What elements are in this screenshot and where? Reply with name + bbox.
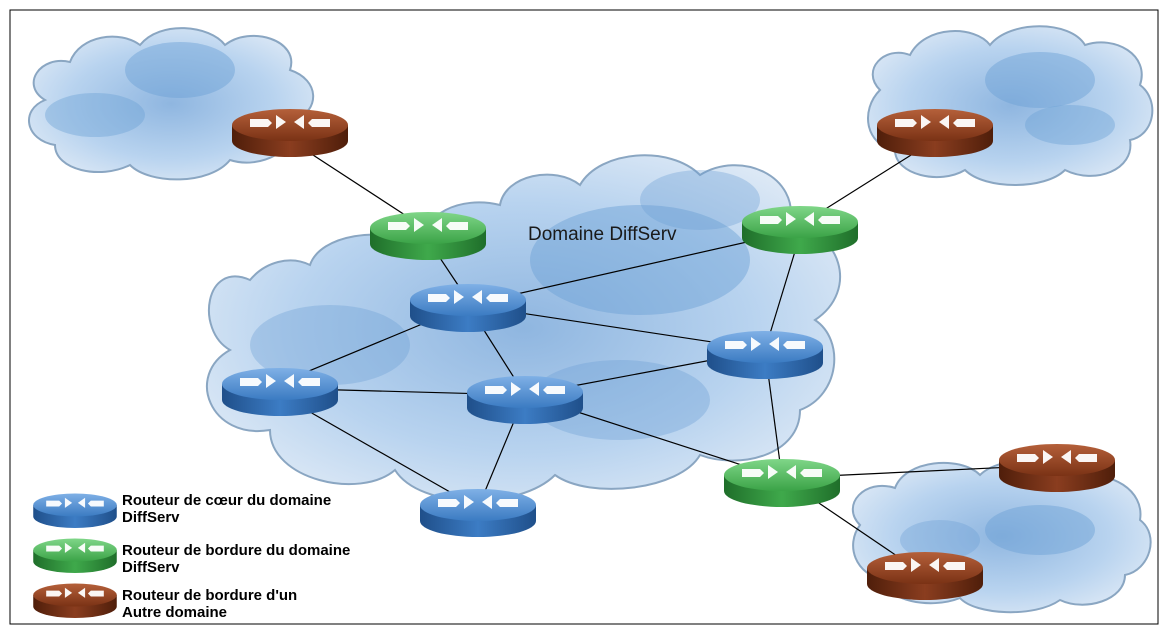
other-domain-router-top-left	[232, 109, 348, 157]
core-router-2	[707, 331, 823, 379]
legend-core-line1: Routeur de cœur du domaine	[122, 492, 331, 509]
edge-router-top-right	[742, 206, 858, 254]
legend-other-line1: Routeur de bordure d'un	[122, 587, 297, 604]
legend-edge-line1: Routeur de bordure du domaine	[122, 542, 350, 559]
core-router-1	[410, 284, 526, 332]
edge-router-icon	[33, 538, 117, 574]
domain-title: Domaine DiffServ	[528, 224, 677, 245]
top-right-cloud	[867, 25, 1154, 186]
top-left-cloud	[28, 27, 315, 181]
other-domain-router-right	[999, 444, 1115, 492]
legend-other-line2: Autre domaine	[122, 604, 227, 621]
core-router-4	[467, 376, 583, 424]
legend-edge-line2: DiffServ	[122, 559, 180, 576]
link	[764, 234, 801, 351]
core-router-icon	[33, 493, 117, 529]
legend-core-line2: DiffServ	[122, 509, 180, 526]
diffserv-domain-cloud	[205, 154, 842, 502]
other-domain-router-bottom-right	[867, 552, 983, 600]
diagram-border	[9, 9, 1159, 625]
edge-router-bottom	[724, 459, 840, 507]
core-router-3	[222, 368, 338, 416]
other-domain-router-top-right	[877, 109, 993, 157]
core-router-5	[420, 489, 536, 537]
edge-router-top-left	[370, 212, 486, 260]
other-domain-router-icon	[33, 583, 117, 619]
legend: Routeur de cœur du domaine DiffServ Rout…	[33, 492, 350, 621]
